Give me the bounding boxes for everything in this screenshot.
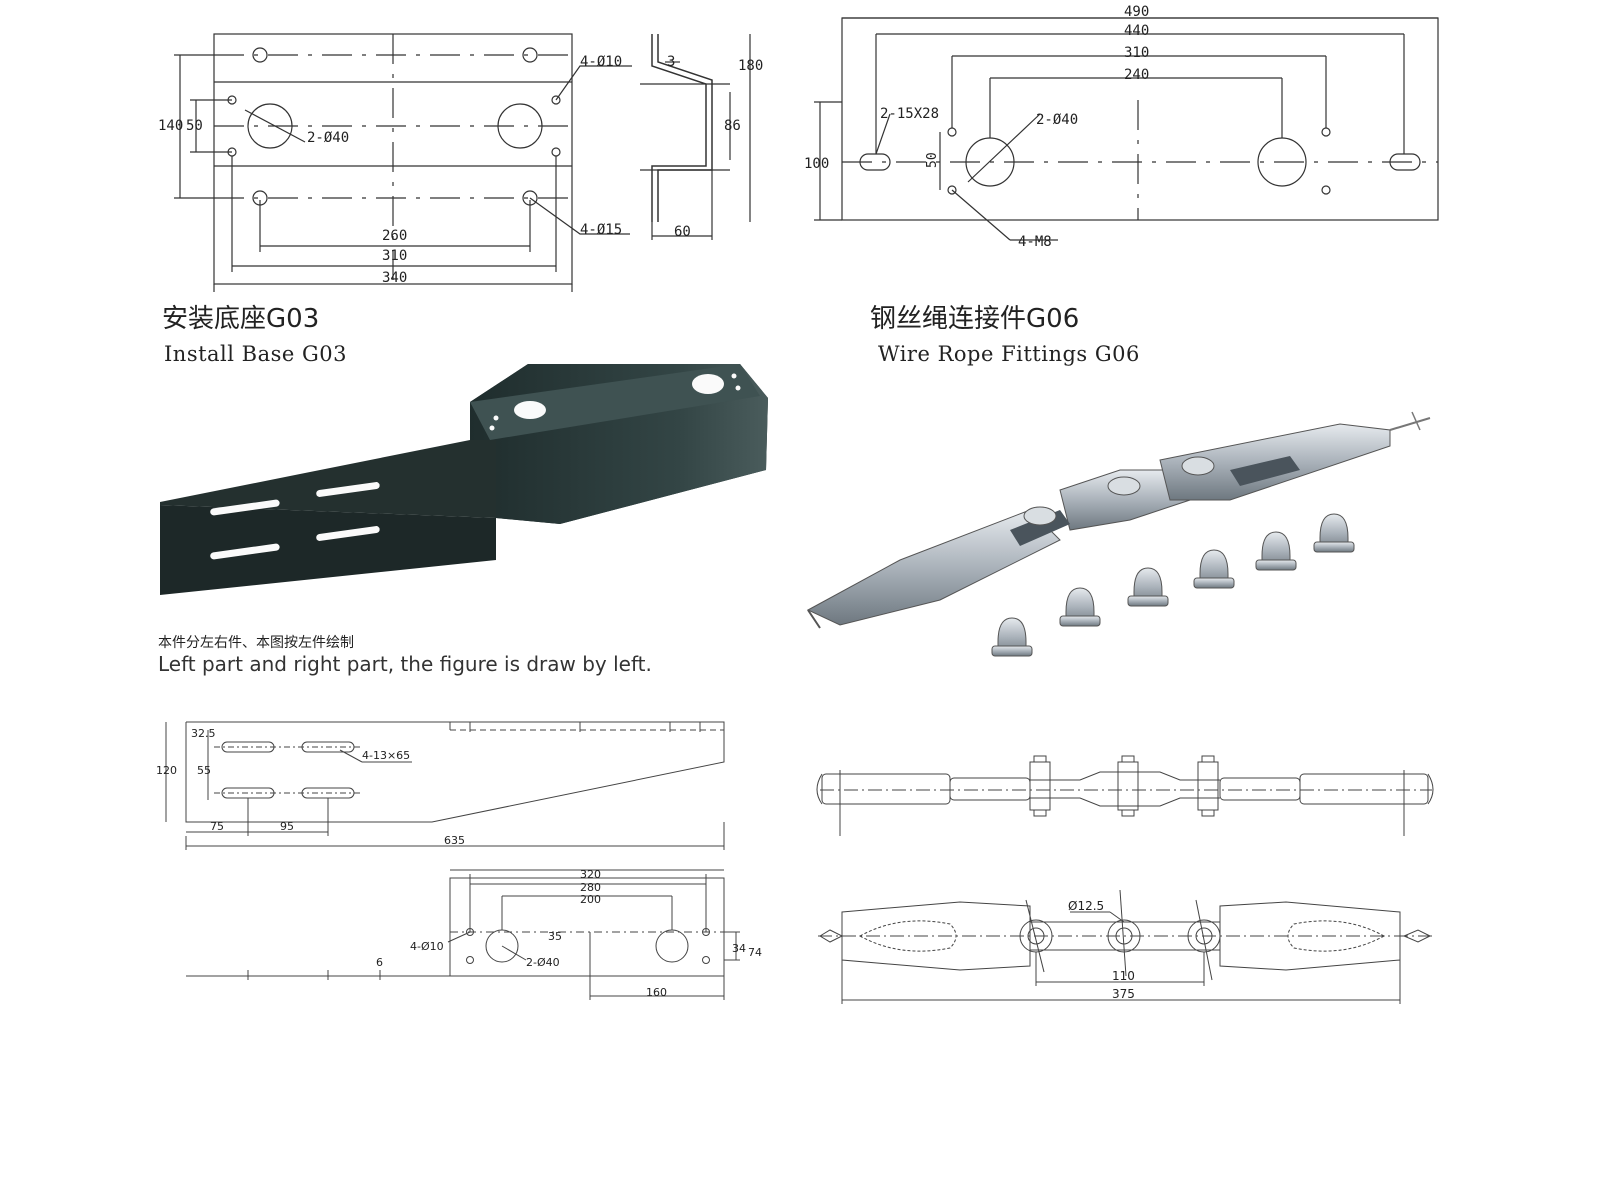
dim-375: 375 [1112, 987, 1135, 1001]
dim-big-holes: 2-Ø40 [1036, 112, 1078, 128]
dim-86: 86 [724, 118, 741, 134]
dim-34: 34 [732, 942, 746, 955]
dim-310: 310 [1124, 45, 1149, 61]
g06-title-cn: 钢丝绳连接件G06 [870, 304, 1080, 334]
g03-top-labels: 4-Ø10 4-Ø15 2-Ø40 140 50 260 310 340 3 1… [158, 54, 763, 286]
dim-490: 490 [1124, 4, 1149, 20]
dim-3: 3 [667, 54, 675, 70]
dim-slots: 2-15X28 [880, 106, 939, 122]
dim-260: 260 [382, 228, 407, 244]
dim-pin: Ø12.5 [1068, 899, 1104, 913]
big-hole-right [497, 103, 543, 149]
dim-35: 35 [548, 930, 562, 943]
g03-note-cn: 本件分左右件、本图按左件绘制 [158, 635, 354, 651]
wire-rope-clips [991, 513, 1355, 657]
dim-95: 95 [280, 820, 294, 833]
dim-74: 74 [748, 946, 762, 959]
dim-200: 200 [580, 893, 601, 906]
dim-32-5: 32.5 [191, 727, 216, 740]
dim-60: 60 [674, 224, 691, 240]
dim-310: 310 [382, 248, 407, 264]
dim-280: 280 [580, 881, 601, 894]
bracket-hole [514, 401, 546, 419]
dim-slots: 4-13×65 [362, 749, 410, 762]
dim-55: 55 [197, 764, 211, 777]
g06-plate-top-view [814, 17, 1439, 241]
slot-left [859, 153, 891, 171]
dim-180: 180 [738, 58, 763, 74]
g06-bottom-view [818, 889, 1432, 1004]
g06-side-view [816, 755, 1434, 836]
dim-240: 240 [1124, 67, 1149, 83]
g03-plan-view [186, 869, 740, 1000]
dim-110: 110 [1112, 969, 1135, 983]
dim-440: 440 [1124, 23, 1149, 39]
g03-side-view [165, 721, 725, 850]
g06-title-en: Wire Rope Fittings G06 [878, 342, 1140, 366]
g03-base-top-view [174, 33, 751, 292]
dim-50: 50 [186, 118, 203, 134]
dim-holes: 4-Ø10 [410, 940, 444, 953]
dim-160: 160 [646, 986, 667, 999]
dim-hole-bottom: 4-Ø15 [580, 222, 622, 238]
dim-75: 75 [210, 820, 224, 833]
dim-big-holes: 2-Ø40 [307, 130, 349, 146]
dim-320: 320 [580, 868, 601, 881]
g06-top-labels: 490 440 310 240 2-15X28 2-Ø40 100 50 4-M… [804, 4, 1149, 250]
g03-note-en: Left part and right part, the figure is … [158, 652, 652, 676]
dim-120: 120 [156, 764, 177, 777]
slot-right [1389, 153, 1421, 171]
g06-bottom-labels: Ø12.5 110 375 [1068, 899, 1135, 1001]
dim-big-holes: 2-Ø40 [526, 956, 560, 969]
dim-340: 340 [382, 270, 407, 286]
dim-140: 140 [158, 118, 183, 134]
g06-fitting-photo [806, 411, 1431, 657]
dim-6: 6 [376, 956, 383, 969]
g03-plan-labels: 320 280 200 4-Ø10 35 2-Ø40 6 34 74 160 [376, 868, 762, 999]
dim-100: 100 [804, 156, 829, 172]
bracket-hole [692, 374, 724, 394]
dim-threads: 4-M8 [1018, 234, 1052, 250]
g03-title-en: Install Base G03 [164, 342, 347, 366]
dim-hole-top: 4-Ø10 [580, 54, 622, 70]
dim-50: 50 [925, 152, 940, 168]
g03-side-labels: 32.5 120 55 4-13×65 75 95 635 [156, 727, 465, 847]
dim-635: 635 [444, 834, 465, 847]
big-hole-left [247, 103, 293, 149]
g03-bracket-photo [160, 364, 768, 595]
g03-title-cn: 安装底座G03 [162, 304, 320, 334]
